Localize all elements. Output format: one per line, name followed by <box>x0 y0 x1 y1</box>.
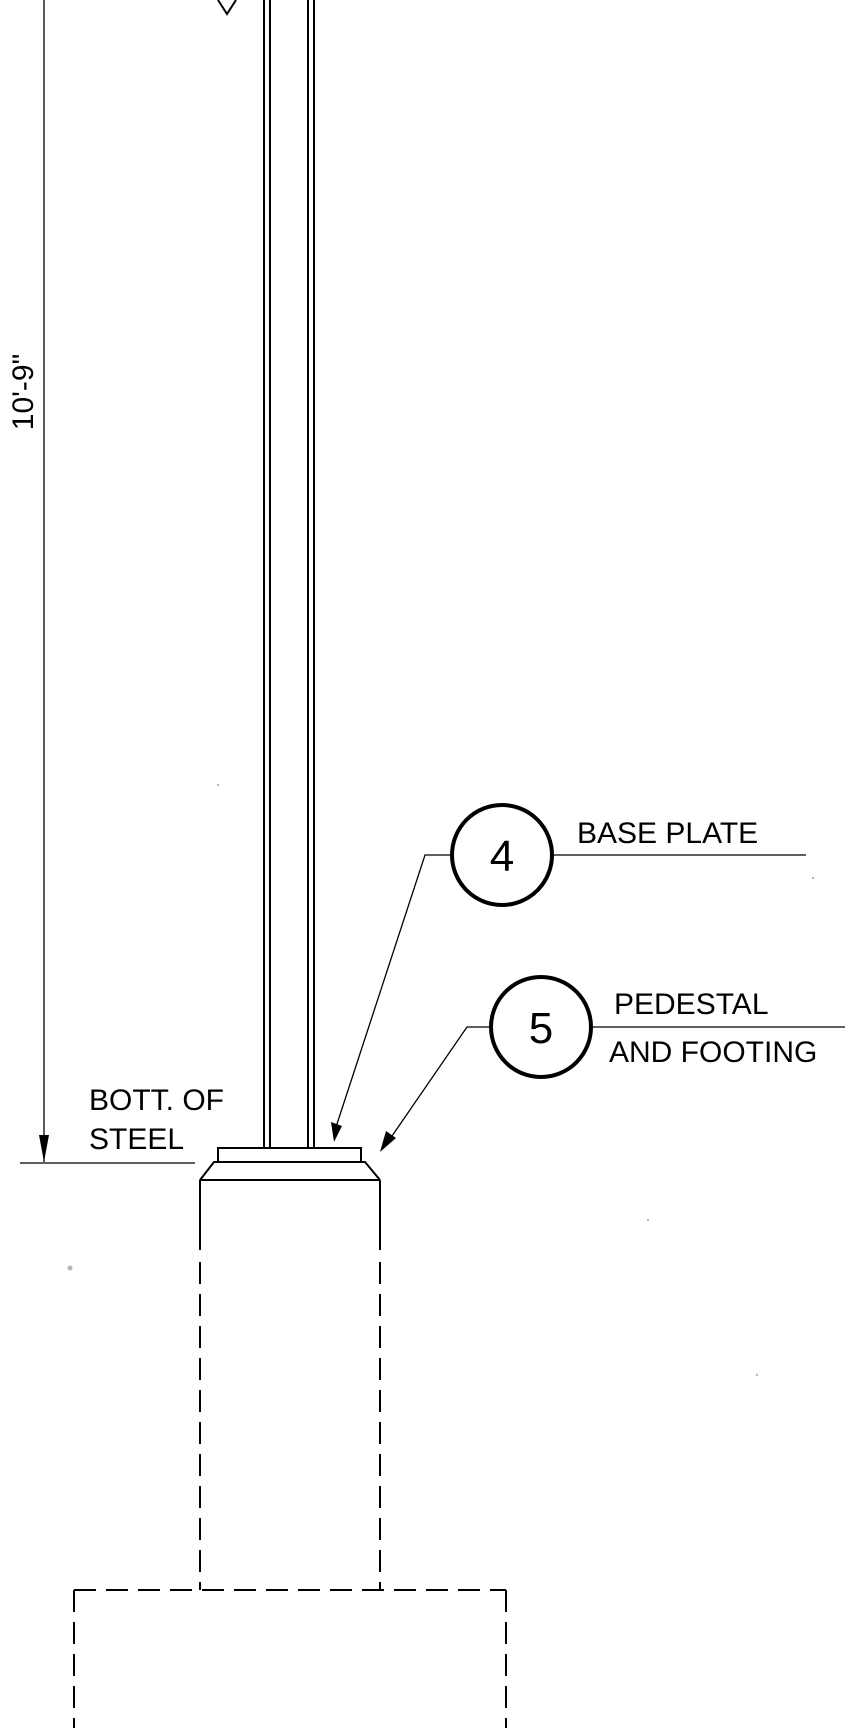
pedestal <box>199 1161 381 1590</box>
height-dimension: 10'-9" <box>7 0 195 1164</box>
bottom-of-steel-label: BOTT. OF STEEL <box>89 1084 224 1156</box>
bottom-of-steel-line2: STEEL <box>89 1123 184 1156</box>
callout-label: BASE PLATE <box>577 817 758 850</box>
dimension-value: 10'-9" <box>7 354 40 430</box>
dimension-arrowhead <box>39 1135 49 1162</box>
scan-speck <box>811 876 815 880</box>
callout-number: 4 <box>490 832 514 881</box>
base-plate-outline <box>217 1147 362 1163</box>
footing <box>73 1589 507 1728</box>
callout-label-line1: PEDESTAL <box>614 988 769 1021</box>
truncated-label-mark <box>217 0 237 16</box>
scan-speck <box>646 1218 650 1222</box>
steel-column <box>263 0 315 1148</box>
callout-base-plate: 4 BASE PLATE <box>331 803 806 1142</box>
leader-arrowhead <box>380 1131 396 1152</box>
leader-line <box>335 854 452 1128</box>
scan-speck <box>216 783 220 787</box>
base-plate <box>217 1147 362 1163</box>
bottom-of-steel-line1: BOTT. OF <box>89 1084 224 1117</box>
callout-number: 5 <box>529 1004 553 1053</box>
leader-line <box>391 1026 491 1137</box>
callout-label-line2: AND FOOTING <box>609 1036 817 1069</box>
scan-speck <box>755 1373 759 1377</box>
leader-arrowhead <box>331 1122 342 1142</box>
callout-pedestal-footing: 5 PEDESTAL AND FOOTING <box>380 975 845 1152</box>
pedestal-chamfer-top <box>199 1161 381 1181</box>
scan-speck <box>67 1265 73 1271</box>
